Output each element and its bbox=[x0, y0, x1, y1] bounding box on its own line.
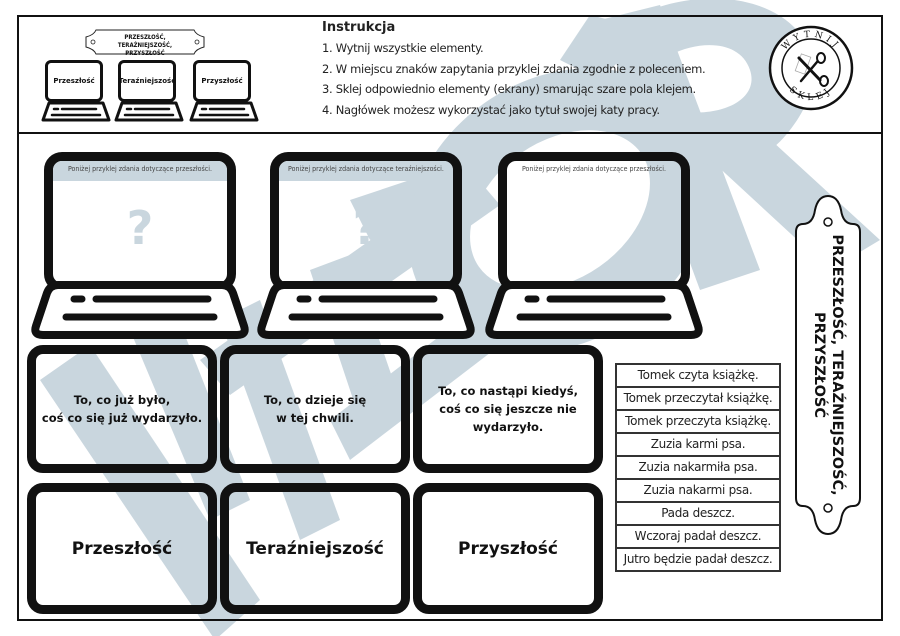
sentence-strip: Tomek przeczyta książkę. bbox=[615, 409, 781, 434]
laptop-keyboard bbox=[485, 281, 703, 339]
mini-laptop-future: Przyszłość bbox=[188, 60, 260, 123]
instruction-step: 4. Nagłówek możesz wykorzystać jako tytu… bbox=[322, 102, 660, 117]
sentence-strips: Tomek czyta książkę. Tomek przeczytał ks… bbox=[615, 363, 781, 572]
name-card-future: Przyszłość bbox=[413, 483, 603, 614]
instruction-step: 1. Wytnij wszystkie elementy. bbox=[322, 41, 484, 55]
mini-laptop-label: Przyszłość bbox=[201, 77, 243, 85]
name-card-present: Teraźniejszość bbox=[220, 483, 410, 614]
mini-title-text: PRZESZŁOŚĆ, TERAŹNIEJSZOŚĆ, PRZYSZŁOŚĆ bbox=[117, 34, 173, 57]
laptop-caption: Poniżej przyklej zdania dotyczące teraźn… bbox=[288, 165, 444, 173]
sentence-strip: Pada deszcz. bbox=[615, 501, 781, 526]
definition-text: To, co już było, coś co się już wydarzył… bbox=[41, 393, 203, 425]
mini-laptop-present: Teraźniejszość bbox=[113, 60, 185, 123]
cut-glue-stamp: WYTNIJ SKLEJ bbox=[768, 25, 854, 111]
laptop-keyboard bbox=[31, 281, 249, 339]
mini-laptop-label: Przeszłość bbox=[53, 77, 95, 85]
sentence-strip: Zuzia nakarmi psa. bbox=[615, 478, 781, 503]
laptop-future: Poniżej przyklej zdania dotyczące przesz… bbox=[484, 152, 704, 340]
definition-text: To, co nastąpi kiedyś, coś co się jeszcz… bbox=[438, 384, 578, 434]
title-line-1: PRZESZŁOŚĆ, TERAŹNIEJSZOŚĆ, bbox=[829, 234, 845, 496]
tense-name: Teraźniejszość bbox=[246, 538, 384, 559]
sentence-strip: Zuzia karmi psa. bbox=[615, 432, 781, 457]
title-line-2: PRZYSZŁOŚĆ bbox=[811, 312, 827, 418]
mini-laptop-label: Teraźniejszość bbox=[118, 77, 176, 85]
tense-name: Przeszłość bbox=[71, 538, 173, 559]
laptop-caption: Poniżej przyklej zdania dotyczące przesz… bbox=[68, 165, 212, 173]
instructions: Instrukcja 1. Wytnij wszystkie elementy.… bbox=[322, 20, 706, 120]
question-mark-icon: ? bbox=[126, 201, 154, 255]
sentence-strip: Jutro będzie padał deszcz. bbox=[615, 547, 781, 572]
tense-name: Przyszłość bbox=[457, 538, 559, 559]
worksheet-frame bbox=[17, 15, 883, 621]
sentence-strip: Tomek przeczytał książkę. bbox=[615, 386, 781, 411]
name-card-past: Przeszłość bbox=[27, 483, 217, 614]
instruction-step: 2. W miejscu znaków zapytania przyklej z… bbox=[322, 61, 706, 76]
instructions-list: 1. Wytnij wszystkie elementy. 2. W miejs… bbox=[322, 38, 706, 120]
mini-title-plaque: PRZESZŁOŚĆ, TERAŹNIEJSZOŚĆ, PRZYSZŁOŚĆ bbox=[84, 29, 206, 57]
title-plaque: PRZESZŁOŚĆ, TERAŹNIEJSZOŚĆ, PRZYSZŁOŚĆ bbox=[793, 194, 863, 536]
instructions-title: Instrukcja bbox=[322, 20, 396, 35]
sentence-strip: Wczoraj padał deszcz. bbox=[615, 524, 781, 549]
laptop-caption: Poniżej przyklej zdania dotyczące przesz… bbox=[522, 165, 666, 173]
header-divider bbox=[17, 132, 883, 134]
instruction-step: 3. Sklej odpowiednio elementy (ekrany) s… bbox=[322, 82, 696, 96]
question-mark-icon: ? bbox=[352, 201, 380, 255]
definition-card-future: To, co nastąpi kiedyś, coś co się jeszcz… bbox=[413, 345, 603, 473]
definition-text: To, co dzieje się w tej chwili. bbox=[263, 393, 367, 425]
laptop-screen: Poniżej przyklej zdania dotyczące przesz… bbox=[44, 152, 236, 292]
glue-area bbox=[53, 161, 227, 181]
definition-card-present: To, co dzieje się w tej chwili. bbox=[220, 345, 410, 473]
sentence-strip: Tomek czyta książkę. bbox=[615, 363, 781, 388]
title-plaque-text: PRZESZŁOŚĆ, TERAŹNIEJSZOŚĆ, PRZYSZŁOŚĆ bbox=[810, 215, 846, 515]
laptop-present: Poniżej przyklej zdania dotyczące teraźn… bbox=[256, 152, 476, 340]
sentence-strip: Zuzia nakarmiła psa. bbox=[615, 455, 781, 480]
mini-laptop-past: Przeszłość bbox=[40, 60, 112, 123]
definition-card-past: To, co już było, coś co się już wydarzył… bbox=[27, 345, 217, 473]
laptop-screen: Poniżej przyklej zdania dotyczące przesz… bbox=[498, 152, 690, 292]
laptop-screen: Poniżej przyklej zdania dotyczące teraźn… bbox=[270, 152, 462, 292]
laptop-past: Poniżej przyklej zdania dotyczące przesz… bbox=[30, 152, 250, 340]
laptop-keyboard bbox=[257, 281, 475, 339]
